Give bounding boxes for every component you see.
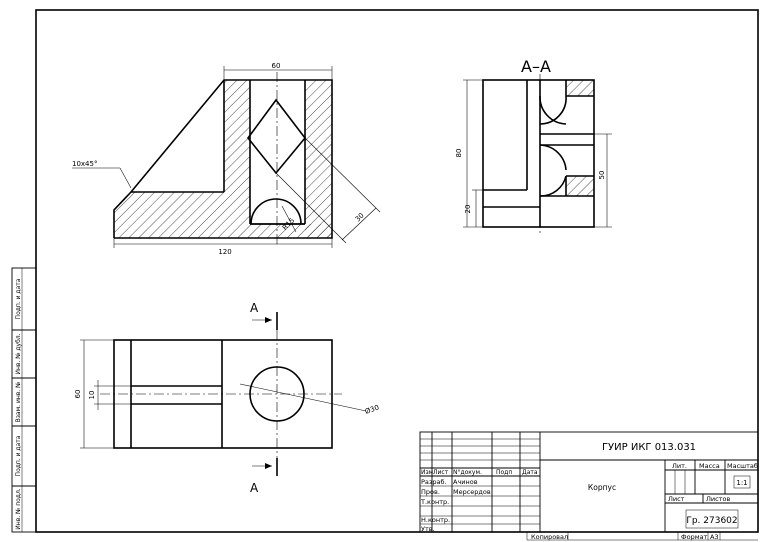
cut-label-bottom: A xyxy=(250,481,259,495)
hatch-right-wall xyxy=(305,80,332,238)
scale-value: 1:1 xyxy=(736,479,747,487)
sheet-frame xyxy=(35,9,759,533)
role-checker: Пров. xyxy=(421,488,440,496)
top-view: A A 60 10 Ø30 xyxy=(74,301,380,495)
dim-60-top: 60 xyxy=(272,62,281,70)
hole-diameter: Ø30 xyxy=(364,403,380,415)
lit-label: Лит. xyxy=(672,462,687,470)
hdr-izm: Изм xyxy=(421,469,433,476)
dim-120-bottom: 120 xyxy=(218,248,231,256)
hdr-sign: Подп xyxy=(496,469,512,476)
group-label: Гр. 273602 xyxy=(686,516,737,526)
designation: ГУИР ИКГ 013.031 xyxy=(602,442,696,453)
name-checker: Мерсердов xyxy=(453,488,491,496)
mass-label: Масса xyxy=(699,462,720,470)
dim-10-slot: 10 xyxy=(88,391,96,400)
dim-60-depth: 60 xyxy=(74,390,82,399)
sheets-label: Листов xyxy=(706,495,730,503)
section-view: A–A 80 20 50 xyxy=(455,57,612,234)
cut-label-top: A xyxy=(250,301,259,315)
role-tcontrol: Т.контр. xyxy=(420,498,449,506)
chamfer-label: 10x45° xyxy=(72,160,97,168)
hdr-list: Лист xyxy=(433,469,449,476)
format-value: А3 xyxy=(710,533,719,541)
dim-50: 50 xyxy=(598,171,606,180)
stamp-orig-inv: Инв. № подл. xyxy=(15,488,22,529)
dim-30-diag: 30 xyxy=(354,211,366,223)
front-view: 60 120 10x45° R15 30 xyxy=(72,62,381,256)
sheet-label: Лист xyxy=(668,495,685,503)
scale-label: Масштаб xyxy=(727,462,758,470)
name-developer: Ачинов xyxy=(453,478,478,486)
format-label: Формат xyxy=(681,533,708,541)
role-ncontrol: Н.контр. xyxy=(421,516,450,524)
role-approver: Утв. xyxy=(421,525,435,533)
copied-label: Копировал xyxy=(531,533,568,541)
stamp-sign-date-1: Подп. и дата xyxy=(15,278,22,319)
hatch-left-base xyxy=(114,80,250,224)
dim-80: 80 xyxy=(455,149,463,158)
hatch-base-strip xyxy=(114,224,332,238)
side-stamp: Подп. и дата Инв. № дубл. Взам. инв. № П… xyxy=(11,267,37,533)
stamp-replace-inv: Взам. инв. № xyxy=(15,382,22,423)
hdr-doc: N°докум. xyxy=(453,469,482,476)
section-title: A–A xyxy=(521,57,551,76)
stamp-sign-date-2: Подп. и дата xyxy=(15,435,22,476)
hdr-date: Дата xyxy=(522,469,538,476)
part-name: Корпус xyxy=(588,483,616,492)
title-block: Изм Лист N°докум. Подп Дата Разраб. Пров… xyxy=(419,431,759,541)
dim-20: 20 xyxy=(464,205,472,214)
stamp-dup-inv: Инв. № дубл. xyxy=(15,333,22,374)
role-developer: Разраб. xyxy=(421,478,447,486)
diamond-hole xyxy=(246,98,307,175)
